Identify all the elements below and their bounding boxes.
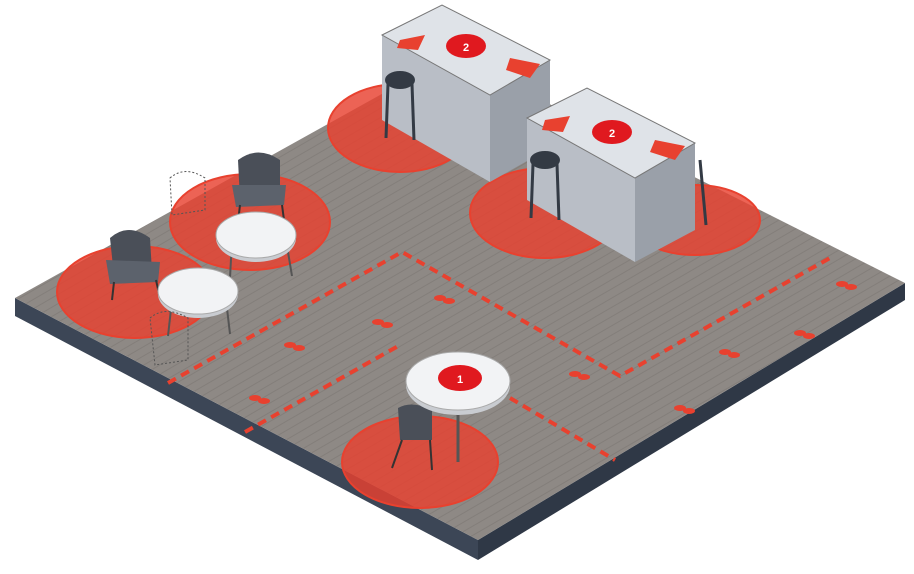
high-counter: 2 (525, 87, 708, 262)
footprint-icon (728, 352, 740, 358)
seat-sign: 2 (446, 34, 486, 58)
footprint-icon (674, 405, 686, 411)
queue-lines (167, 249, 831, 462)
footprint-icon (293, 345, 305, 351)
footprint-icon (284, 342, 296, 348)
footprint-icon (845, 284, 857, 290)
footprint-icon (434, 295, 446, 301)
round-table (157, 267, 239, 337)
lounge-area (106, 152, 297, 366)
round-table-front: 1 (391, 351, 511, 471)
footprint-icon (258, 398, 270, 404)
removed-chair-outline (149, 171, 206, 366)
floor-marker-decal (506, 58, 540, 78)
seat-count-label: 2 (609, 128, 615, 140)
footprint-markers (249, 281, 857, 414)
chair (391, 404, 433, 471)
floor-marker-decal (542, 116, 570, 132)
footprint-icon (803, 333, 815, 339)
footprint-icon (836, 281, 848, 287)
footprint-icon (794, 330, 806, 336)
footprint-icon (443, 298, 455, 304)
floor-marker-decal (397, 35, 425, 50)
floor-edge-right (478, 283, 905, 560)
queue-line (508, 396, 617, 462)
footprint-icon (381, 322, 393, 328)
seat-count-label: 2 (463, 42, 469, 54)
footprint-icon (683, 408, 695, 414)
armchair (106, 230, 161, 301)
seat-count-label: 1 (457, 374, 463, 386)
footprint-icon (372, 319, 384, 325)
floor-marker-decal (650, 140, 685, 160)
queue-line (167, 249, 831, 385)
seat-sign: 1 (438, 365, 482, 391)
stool (529, 151, 561, 221)
footprint-icon (719, 349, 731, 355)
armchair (232, 152, 286, 223)
footprint-icon (578, 374, 590, 380)
stool (384, 71, 416, 141)
seat-sign: 2 (592, 120, 632, 144)
round-table (215, 211, 297, 279)
stool (698, 159, 708, 226)
footprint-icon (569, 371, 581, 377)
footprint-icon (249, 395, 261, 401)
